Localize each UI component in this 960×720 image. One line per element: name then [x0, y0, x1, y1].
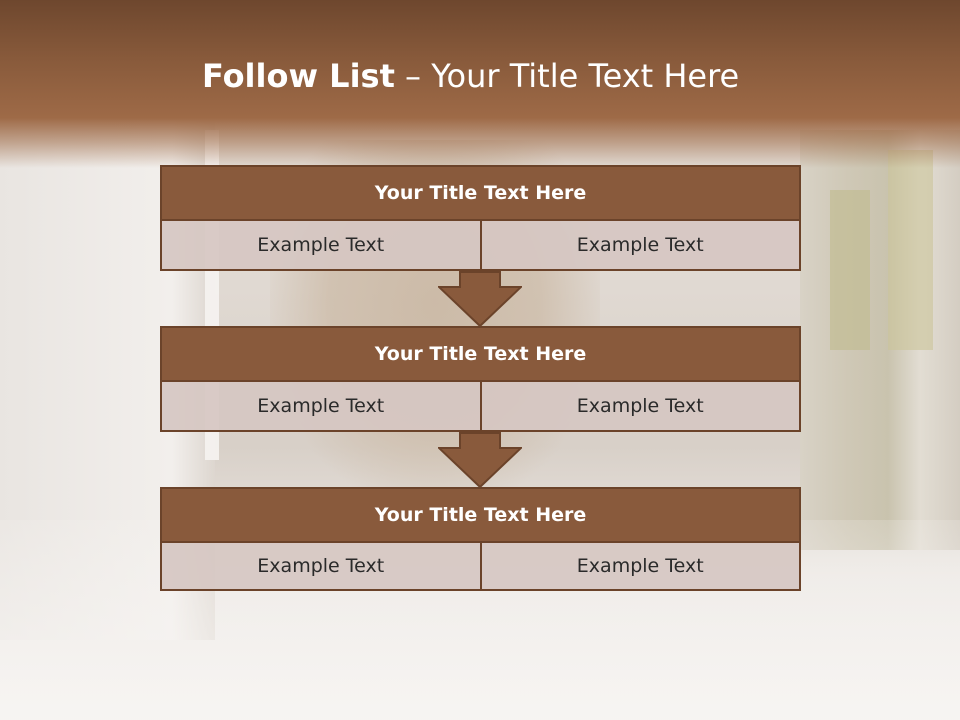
background-rack-panel: [888, 150, 933, 350]
down-arrow-icon: [438, 432, 522, 488]
block-cell-right: Example Text: [479, 382, 799, 430]
block-header: Your Title Text Here: [160, 487, 801, 543]
background-equipment-rack: [800, 130, 960, 550]
block-row: Example Text Example Text: [160, 221, 801, 271]
list-block-2: Your Title Text Here Example Text Exampl…: [160, 326, 801, 432]
background-rack-panel: [830, 190, 870, 350]
block-header: Your Title Text Here: [160, 165, 801, 221]
block-header: Your Title Text Here: [160, 326, 801, 382]
block-cell-left: Example Text: [162, 382, 480, 430]
block-row: Example Text Example Text: [160, 543, 801, 591]
page-title: Follow List – Your Title Text Here: [202, 56, 802, 96]
block-cell-left: Example Text: [162, 543, 480, 589]
list-block-1: Your Title Text Here Example Text Exampl…: [160, 165, 801, 271]
page-title-bold: Follow List: [202, 57, 395, 95]
block-cell-right: Example Text: [479, 543, 799, 589]
block-cell-left: Example Text: [162, 221, 480, 269]
list-block-3: Your Title Text Here Example Text Exampl…: [160, 487, 801, 591]
down-arrow-icon: [438, 271, 522, 327]
title-band: [0, 0, 960, 168]
block-row: Example Text Example Text: [160, 382, 801, 432]
block-cell-right: Example Text: [479, 221, 799, 269]
page-title-rest: – Your Title Text Here: [394, 57, 740, 95]
